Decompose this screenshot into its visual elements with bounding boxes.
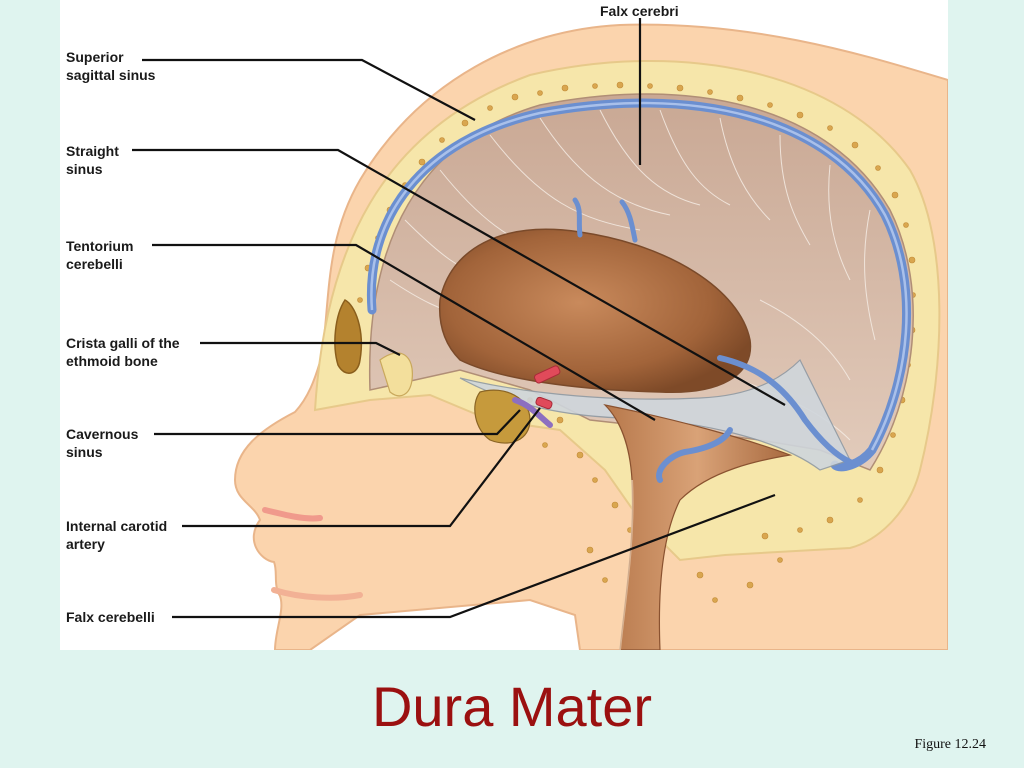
label-line-2: ethmoid bone bbox=[66, 353, 158, 369]
slide-title: Dura Mater bbox=[371, 675, 653, 738]
leader-falx-cerebelli bbox=[172, 493, 776, 619]
sinus-highlight bbox=[370, 101, 908, 451]
label-line-1: Superior bbox=[66, 49, 124, 65]
label-falx-cerebelli: Falx cerebelli bbox=[66, 609, 155, 625]
lower-vein bbox=[656, 427, 733, 483]
leader-straight-sinus bbox=[132, 148, 786, 406]
frontal-sinus bbox=[334, 299, 363, 374]
diagram-panel: Falx cerebri Superior sagittal sinus Str… bbox=[60, 0, 948, 650]
label-line-1: Cavernous bbox=[66, 426, 139, 442]
label-line-1: Crista galli of the bbox=[66, 335, 180, 351]
internal-carotid-artery-segment-a bbox=[534, 365, 561, 384]
leader-crista-galli bbox=[200, 341, 401, 356]
dura-mater-illustration bbox=[132, 18, 948, 650]
label-line-2: sinus bbox=[66, 161, 103, 177]
cerebral-cavity bbox=[438, 228, 752, 394]
label-line-1: Internal carotid bbox=[66, 518, 168, 534]
label-line-1: Tentorium bbox=[66, 238, 134, 254]
label-line-2: artery bbox=[66, 536, 105, 552]
straight-sinus-vessel bbox=[717, 355, 853, 465]
leader-cavernous-sinus bbox=[154, 409, 521, 436]
leader-lines bbox=[132, 18, 786, 619]
internal-carotid-artery-segment-b bbox=[535, 396, 553, 410]
figure-reference: Figure 12.24 bbox=[914, 737, 986, 752]
nostril bbox=[262, 507, 323, 522]
leader-tentorium-cerebelli bbox=[152, 243, 656, 421]
lip bbox=[271, 587, 363, 601]
label-cavernous-sinus: Cavernous sinus bbox=[66, 425, 138, 461]
label-superior-sagittal-sinus: Superior sagittal sinus bbox=[66, 48, 155, 84]
stem-highlight bbox=[619, 479, 634, 650]
label-straight-sinus: Straight sinus bbox=[66, 142, 119, 178]
label-line-2: cerebelli bbox=[66, 256, 123, 272]
label-tentorium-cerebelli: Tentorium cerebelli bbox=[66, 237, 133, 273]
cavernous-sinus-vessel bbox=[512, 397, 553, 428]
label-line-1: Straight bbox=[66, 143, 119, 159]
vein-b bbox=[619, 199, 638, 243]
label-crista-galli: Crista galli of the ethmoid bone bbox=[66, 334, 180, 370]
tentorium-cerebelli-membrane bbox=[459, 358, 851, 471]
label-internal-carotid-artery: Internal carotid artery bbox=[66, 517, 167, 553]
label-line-2: sinus bbox=[66, 444, 103, 460]
label-falx-cerebri: Falx cerebri bbox=[600, 3, 679, 19]
leader-superior-sagittal-sinus bbox=[142, 58, 476, 121]
label-line-2: sagittal sinus bbox=[66, 67, 156, 83]
vein-a bbox=[572, 197, 583, 238]
leader-internal-carotid bbox=[182, 407, 541, 528]
